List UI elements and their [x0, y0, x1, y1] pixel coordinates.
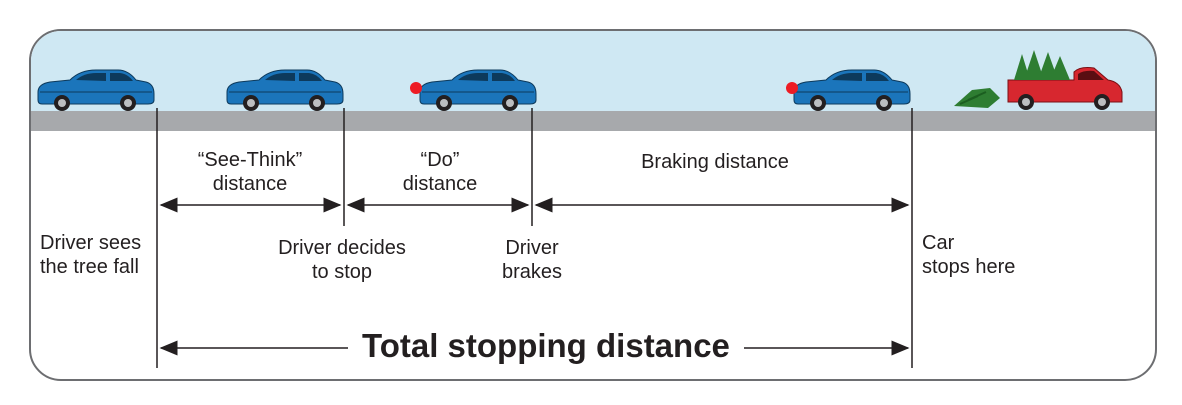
fallen-tree-icon	[954, 88, 1000, 108]
label-brakes: Driver brakes	[484, 236, 580, 284]
car-1	[37, 69, 155, 112]
brake-light-3	[410, 82, 422, 94]
label-sees-tree-text: Driver sees the tree fall	[40, 232, 142, 278]
label-total: Total stopping distance	[348, 328, 744, 364]
label-do: “Do” distance	[360, 148, 520, 196]
brake-light-4	[786, 82, 798, 94]
label-see-think: “See-Think” distance	[170, 148, 330, 196]
label-see-think-text: “See-Think” distance	[197, 149, 303, 195]
label-stops: Car stops here	[922, 231, 1015, 279]
label-decides-text: Driver decides to stop	[278, 237, 406, 283]
label-sees-tree: Driver sees the tree fall	[40, 231, 141, 279]
label-do-text: “Do” distance	[402, 149, 478, 195]
car-3	[419, 69, 537, 112]
label-stops-text: Car stops here	[922, 232, 1016, 278]
label-braking-text: Braking distance	[641, 151, 789, 173]
truck-icon	[1007, 50, 1123, 110]
label-brakes-text: Driver brakes	[501, 237, 563, 283]
car-2	[226, 69, 344, 112]
label-decides: Driver decides to stop	[262, 236, 422, 284]
car-4	[793, 69, 911, 112]
label-braking: Braking distance	[600, 150, 830, 174]
road	[31, 111, 1155, 131]
